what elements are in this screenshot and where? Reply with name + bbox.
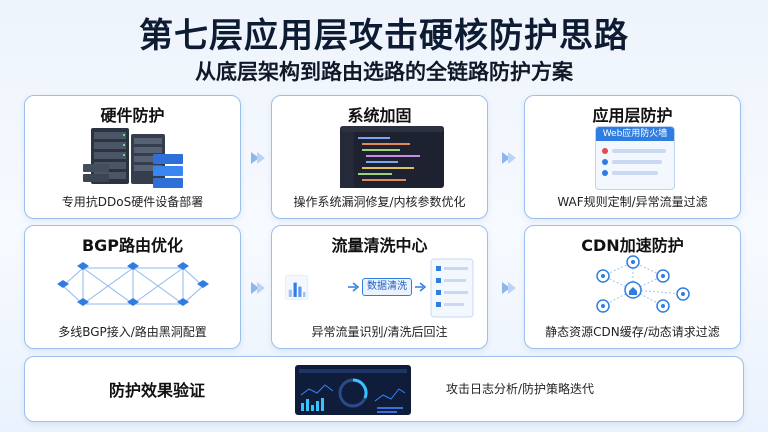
arrow-right-icon bbox=[502, 282, 516, 294]
red-dot-icon bbox=[602, 148, 608, 154]
cdn-network-icon bbox=[596, 255, 690, 313]
bar-chart-icon bbox=[285, 275, 309, 300]
card-traffic-scrubbing: 流量清洗中心 数据清洗 异常流量识别/清洗后回注 bbox=[271, 225, 488, 349]
card-caption: WAF规则定制/异常流量过滤 bbox=[557, 195, 708, 209]
card-bgp-routing: BGP路由优化 多线BGP接入/路由黑洞配置 bbox=[24, 225, 241, 349]
scrub-label-box: 数据清洗 bbox=[362, 278, 412, 296]
card-caption: 操作系统漏洞修复/内核参数优化 bbox=[293, 195, 466, 209]
card-system-hardening: 系统加固 操作系统漏洞修复/内核参数优化 bbox=[271, 95, 488, 219]
card-cdn-protection: CDN加速防护 静态资源CDN缓存/动态请求过滤 bbox=[524, 225, 741, 349]
network-mesh-icon bbox=[57, 262, 209, 306]
dashboard-icon bbox=[295, 365, 411, 415]
blue-dot-icon bbox=[602, 170, 608, 176]
card-caption: 专用抗DDoS硬件设备部署 bbox=[61, 195, 204, 209]
card-caption: 静态资源CDN缓存/动态请求过滤 bbox=[545, 325, 720, 339]
waf-panel: Web应用防火墙 bbox=[595, 126, 675, 190]
flow-arrow-icon bbox=[348, 282, 360, 292]
card-hardware-protection: 硬件防护 专用抗DDoS硬件设备部署 bbox=[24, 95, 241, 219]
card-title: 流量清洗中心 bbox=[331, 236, 428, 255]
card-caption: 多线BGP接入/路由黑洞配置 bbox=[58, 325, 207, 339]
code-editor-icon bbox=[340, 126, 444, 188]
validation-caption: 攻击日志分析/防护策略迭代 bbox=[446, 382, 595, 396]
validation-panel: 防护效果验证 攻击日志分析/防护策略迭代 bbox=[24, 356, 744, 422]
arrow-right-icon bbox=[251, 152, 265, 164]
page-title: 第七层应用层攻击硬核防护思路 bbox=[139, 16, 629, 56]
page-subtitle: 从底层架构到路由选路的全链路防护方案 bbox=[195, 60, 573, 84]
list-icon bbox=[430, 258, 474, 318]
server-rack-icon bbox=[83, 128, 183, 188]
arrow-right-icon bbox=[502, 152, 516, 164]
waf-panel-header: Web应用防火墙 bbox=[596, 127, 674, 141]
blue-dot-icon bbox=[602, 159, 608, 165]
card-title: CDN加速防护 bbox=[581, 236, 684, 255]
validation-title: 防护效果验证 bbox=[109, 381, 206, 400]
card-title: BGP路由优化 bbox=[81, 236, 184, 255]
arrow-right-icon bbox=[251, 282, 265, 294]
card-title: 应用层防护 bbox=[592, 106, 673, 125]
card-app-layer-protection: 应用层防护 Web应用防火墙 WAF规则定制/异常流量过滤 bbox=[524, 95, 741, 219]
flow-arrow-icon bbox=[415, 282, 427, 292]
card-title: 系统加固 bbox=[347, 106, 412, 125]
card-caption: 异常流量识别/清洗后回注 bbox=[311, 325, 448, 339]
card-title: 硬件防护 bbox=[100, 106, 165, 125]
